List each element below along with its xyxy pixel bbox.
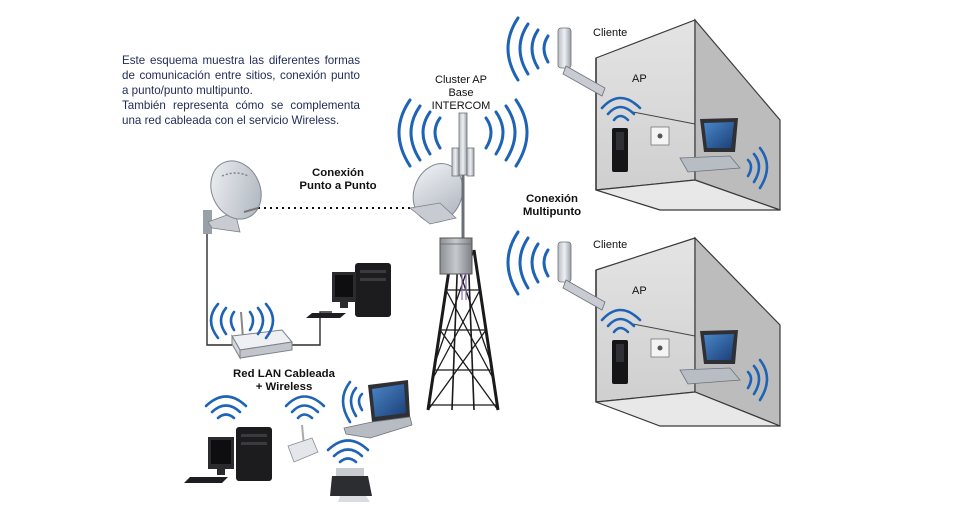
dish-antenna-left: [203, 160, 262, 234]
lan-router: [231, 311, 293, 360]
laptop-bottom: [343, 380, 413, 439]
wifi-waves-tower-right-icon: [484, 98, 529, 168]
wifi-waves-laptop-top-icon: [746, 146, 769, 190]
client-label-bottom: Cliente: [593, 239, 628, 251]
wifi-waves-router-icon: [209, 302, 275, 340]
lan-wireless-label: Red LAN Cableada + Wireless: [224, 368, 344, 394]
desktop-computer-top: [306, 263, 391, 318]
intro-line-1: Este esquema muestra las diferentes form…: [122, 54, 360, 97]
intro-line-2: También representa cómo se complementa u…: [122, 99, 360, 127]
wifi-waves-ap-bottom-icon: [284, 395, 326, 420]
cluster-ap-line-1: Cluster AP: [435, 74, 487, 86]
multipoint-label: Conexión Multipunto: [516, 193, 588, 219]
wifi-waves-printer-icon: [326, 439, 370, 464]
client-label-top: Cliente: [593, 27, 628, 39]
client-antenna-bottom: [557, 241, 606, 311]
wifi-waves-client-bottom-icon: [506, 230, 550, 296]
wireless-signal-icons: [204, 16, 769, 464]
point-to-point-label: Conexión Punto a Punto: [290, 167, 386, 193]
lan-line-1: Red LAN Cableada: [233, 368, 335, 380]
wifi-waves-laptop-lan-icon: [341, 380, 364, 424]
wireless-access-point-bottom: [287, 424, 319, 463]
desktop-computer-bottom: [184, 427, 272, 483]
wifi-waves-indoor-top-icon: [600, 96, 642, 122]
printer: [330, 468, 372, 502]
router-to-pc-cable: [288, 311, 332, 346]
ptp-line-2: Punto a Punto: [299, 180, 377, 192]
client-room-bottom: [595, 236, 781, 427]
cluster-ap-line-2: Base INTERCOM: [431, 87, 491, 112]
multi-line-1: Conexión: [526, 193, 578, 205]
dish-to-router-cable: [206, 230, 232, 346]
multi-line-2: Multipunto: [522, 206, 582, 218]
wifi-waves-indoor-bottom-icon: [600, 308, 642, 334]
ap-label-top: AP: [632, 73, 647, 85]
lan-line-2: + Wireless: [255, 381, 313, 393]
wired-cables: [206, 230, 332, 346]
client-room-top: [595, 18, 781, 211]
ptp-line-1: Conexión: [312, 167, 364, 179]
wifi-waves-laptop-bottom-icon: [746, 358, 769, 402]
ap-label-bottom: AP: [632, 285, 647, 297]
wifi-waves-tower-left-icon: [397, 98, 442, 168]
dish-antenna-right: [409, 163, 464, 225]
wifi-waves-pc-icon: [204, 395, 248, 420]
cluster-ap-label: Cluster AP Base INTERCOM: [422, 74, 500, 113]
client-antenna-top: [557, 27, 606, 97]
intro-paragraph: Este esquema muestra las diferentes form…: [122, 53, 360, 128]
wifi-waves-client-top-icon: [506, 16, 550, 82]
lattice-tower: [426, 112, 500, 411]
